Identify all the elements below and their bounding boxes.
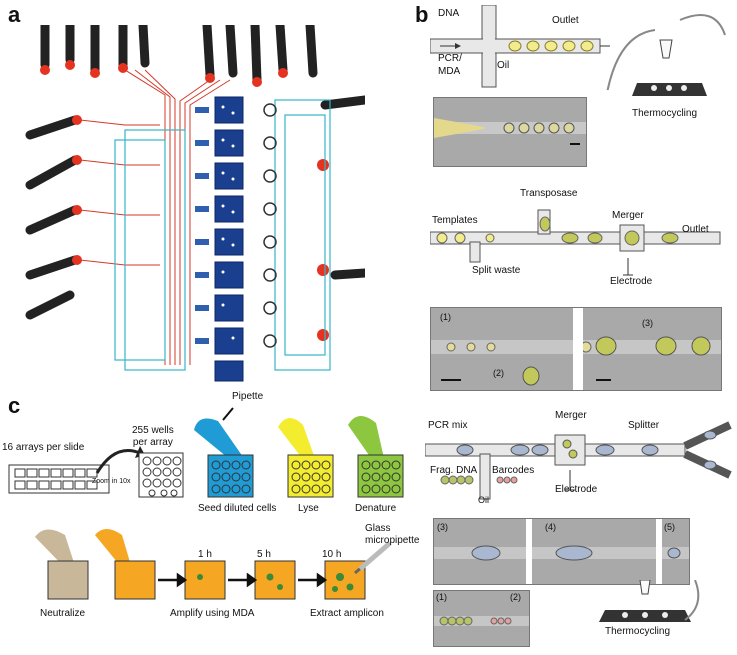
- merger-label-bottom: Merger: [555, 410, 587, 421]
- outlet-label-top: Outlet: [552, 15, 579, 26]
- time-1h: 1 h: [198, 549, 212, 560]
- outlet-label-mid: Outlet: [682, 224, 709, 235]
- panel-label-b: b: [415, 2, 429, 27]
- bmicro-label-5: (5): [664, 522, 675, 532]
- wells-per-array-label: 255 wells per array: [132, 425, 174, 448]
- well-array-blank: [138, 452, 184, 498]
- electrode-label-bottom: Electrode: [555, 484, 598, 495]
- barcoding-micrograph-bottom: [433, 590, 530, 647]
- denature-label: Denature: [355, 503, 397, 514]
- seed-diluted-cells-label: Seed diluted cells: [198, 503, 277, 514]
- neutralize-amplify-arrays: [35, 529, 392, 600]
- panel-label-a: a: [8, 2, 21, 27]
- barcodes-label: Barcodes: [492, 465, 535, 476]
- splitter-label: Splitter: [628, 420, 660, 431]
- templates-label: Templates: [432, 215, 478, 226]
- time-5h: 5 h: [257, 549, 271, 560]
- barcoding-diagram: [425, 421, 732, 500]
- oil-label-bottom: Oil: [478, 495, 489, 505]
- electrode-label-mid: Electrode: [610, 276, 653, 287]
- chip-photo: [25, 25, 365, 382]
- bmicro-label-4: (4): [545, 522, 556, 532]
- transposase-label: Transposase: [520, 188, 578, 199]
- pipette-label: Pipette: [232, 391, 264, 402]
- neutralize-label: Neutralize: [40, 608, 86, 619]
- lyse-label: Lyse: [298, 503, 319, 514]
- zoom-label: Zoom in 10x: [92, 478, 131, 485]
- slide-diagram: [8, 464, 110, 494]
- time-10h: 10 h: [322, 549, 342, 560]
- split-waste-label: Split waste: [472, 265, 521, 276]
- panel-label-c: c: [8, 393, 21, 418]
- seed-lyse-denature-arrays: [194, 407, 404, 498]
- pcr-mda-label: PCR/ MDA: [438, 53, 462, 77]
- droplet-generation-micrograph: [433, 97, 587, 167]
- barcoding-micrograph-top: [433, 518, 690, 585]
- micro-label-3: (3): [642, 318, 653, 328]
- amplify-label: Amplify using MDA: [170, 608, 255, 619]
- glass-micropipette-label: Glass micropipette: [365, 523, 420, 546]
- extract-amplicon-label: Extract amplicon: [310, 608, 384, 619]
- pcr-mix-label: PCR mix: [428, 420, 468, 431]
- bmicro-label-3: (3): [437, 522, 448, 532]
- arrays-per-slide-label: 16 arrays per slide: [2, 442, 85, 453]
- bmicro-label-2: (2): [510, 592, 521, 602]
- thermocycling-label-2: Thermocycling: [605, 626, 671, 637]
- thermocycler-icon-2: [599, 580, 700, 622]
- oil-label-top: Oil: [497, 60, 510, 71]
- merger-diagram: [430, 209, 721, 276]
- droplet-generator-diagram: [430, 5, 726, 90]
- micro-label-2: (2): [493, 368, 504, 378]
- dna-label: DNA: [438, 8, 460, 19]
- frag-dna-label: Frag. DNA: [430, 465, 478, 476]
- thermocycler-icon: [632, 39, 707, 96]
- thermocycling-label-1: Thermocycling: [632, 108, 698, 119]
- micro-label-1: (1): [440, 312, 451, 322]
- bmicro-label-1: (1): [436, 592, 447, 602]
- merger-label-mid: Merger: [612, 210, 644, 221]
- merger-micrograph: [430, 307, 722, 391]
